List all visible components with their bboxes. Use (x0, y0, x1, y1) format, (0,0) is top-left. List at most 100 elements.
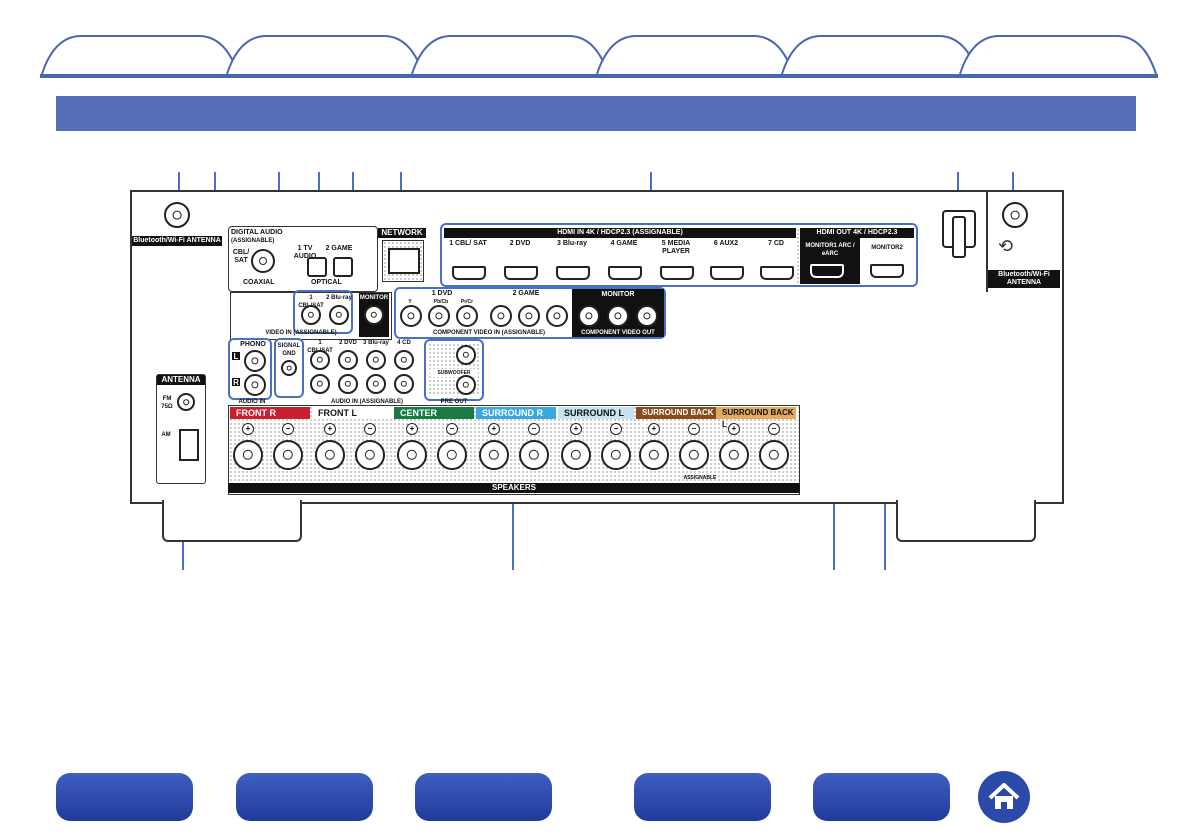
plus-terminal-icon: + (406, 423, 418, 435)
rca-jack-icon (364, 305, 384, 325)
network-section: NETWORK (378, 226, 428, 290)
rca-jack-icon (456, 345, 476, 365)
rca-jack-icon (456, 375, 476, 395)
rca-jack-icon (329, 305, 349, 325)
speaker-channel-label: SURROUND R (476, 407, 556, 419)
component-monitor-label: MONITOR (601, 291, 635, 298)
speaker-post-icon (233, 440, 263, 470)
coaxial-input-label: CBL/ SAT (232, 249, 250, 264)
hdmi-port-icon (504, 266, 538, 280)
tab-1[interactable] (40, 33, 240, 75)
nav-button-settings[interactable] (634, 773, 771, 821)
speaker-post-icon (601, 440, 631, 470)
rca-jack-icon (518, 305, 540, 327)
bt-antenna-right-label: Bluetooth/Wi-Fi ANTENNA (988, 270, 1060, 288)
plus-terminal-icon: + (728, 423, 740, 435)
speaker-post-icon (479, 440, 509, 470)
antenna-connector-icon (1002, 202, 1028, 228)
phono-section: PHONO L R (230, 340, 270, 400)
audio-in-section: 1 CBL/SAT 2 DVD 3 Blu-ray 4 CD (306, 338, 420, 400)
nav-button-playback[interactable] (415, 773, 552, 821)
hdmi-input-label: 3 Blu-ray (557, 240, 587, 247)
speaker-post-icon (273, 440, 303, 470)
rca-jack-icon (428, 305, 450, 327)
hdmi-in-label: HDMI IN 4K / HDCP2.3 (ASSIGNABLE) (444, 228, 796, 238)
speaker-post-icon (519, 440, 549, 470)
video-input-label: 2 Blu-ray (326, 295, 352, 301)
audio-in-label: AUDIO IN (238, 399, 266, 405)
speaker-post-icon (679, 440, 709, 470)
optical-1-label: 1 TV AUDIO (293, 245, 317, 260)
home-button[interactable] (978, 771, 1030, 823)
rca-jack-icon (338, 350, 358, 370)
digital-audio-assignable: (ASSIGNABLE) (231, 238, 275, 244)
audio-input-label: 4 CD (397, 340, 411, 346)
plus-terminal-icon: + (648, 423, 660, 435)
speaker-post-icon (315, 440, 345, 470)
monitor1-label: MONITOR1 ARC / eARC (805, 243, 855, 257)
minus-terminal-icon: − (528, 423, 540, 435)
speaker-post-icon (759, 440, 789, 470)
coaxial-jack-icon (251, 249, 275, 273)
video-monitor-label: MONITOR (359, 295, 389, 301)
minus-terminal-icon: − (364, 423, 376, 435)
nav-button-tips[interactable] (813, 773, 950, 821)
nav-button-connections[interactable] (236, 773, 373, 821)
optical-2-label: 2 GAME (325, 245, 353, 252)
rca-jack-icon (244, 350, 266, 372)
hdmi-port-icon (710, 266, 744, 280)
hdmi-section-highlight (440, 223, 918, 287)
minus-terminal-icon: − (768, 423, 780, 435)
nav-button-contents[interactable] (56, 773, 193, 821)
hdmi-input-label: 4 GAME (610, 240, 638, 247)
component-in-label: COMPONENT VIDEO IN (ASSIGNABLE) (432, 330, 545, 336)
monitor2-label: MONITOR2 (871, 245, 903, 251)
tab-2[interactable] (225, 33, 425, 75)
component-out-label: COMPONENT VIDEO OUT (581, 330, 655, 336)
hdmi-panel: HDMI IN 4K / HDCP2.3 (ASSIGNABLE) HDMI O… (444, 228, 914, 284)
hdmi-port-icon (760, 266, 794, 280)
fm-connector-icon (177, 393, 195, 411)
foot-left (162, 500, 302, 542)
pre-out-highlight (424, 339, 484, 401)
minus-terminal-icon: − (688, 423, 700, 435)
speaker-post-icon (561, 440, 591, 470)
minus-terminal-icon: − (610, 423, 622, 435)
video-in-label: VIDEO IN (ASSIGNABLE) (265, 330, 337, 336)
speaker-channel-label: FRONT L (312, 407, 392, 419)
plus-terminal-icon: + (324, 423, 336, 435)
am-label: AM (161, 432, 171, 438)
optical-jack-icon (333, 257, 353, 277)
rca-jack-icon (366, 374, 386, 394)
hdmi-port-icon (452, 266, 486, 280)
rca-jack-icon (244, 374, 266, 396)
ethernet-port-icon (388, 248, 420, 274)
tab-5[interactable] (780, 33, 980, 75)
speaker-channel-label: CENTER (394, 407, 474, 419)
component-game-label: 2 GAME (512, 290, 540, 297)
bt-antenna-right: ⟲ Bluetooth/Wi-Fi ANTENNA (986, 192, 1062, 292)
optical-label: OPTICAL (311, 279, 342, 286)
pre-out-label: PRE OUT (440, 399, 468, 405)
hdmi-port-icon (660, 266, 694, 280)
tab-6[interactable] (958, 33, 1158, 75)
minus-terminal-icon: − (282, 423, 294, 435)
speaker-channel-label: SURROUND BACK R (636, 407, 716, 429)
signal-gnd-highlight (274, 338, 304, 398)
subwoofer-label: SUBWOOFER (430, 369, 478, 377)
plus-terminal-icon: + (242, 423, 254, 435)
antenna-rotate-icon: ⟲ (998, 236, 1014, 256)
rca-jack-icon (301, 305, 321, 325)
bt-antenna-left-label: Bluetooth/Wi-Fi ANTENNA (132, 236, 222, 246)
antenna-connector-icon (164, 202, 190, 228)
coaxial-label: COAXIAL (243, 279, 275, 286)
speaker-channel-label: FRONT R (230, 407, 310, 419)
speaker-post-icon (719, 440, 749, 470)
hdmi-out-port-icon (810, 264, 844, 278)
audio-input-label: 2 DVD (339, 340, 357, 346)
speaker-channel-label: SURROUND L (558, 407, 634, 419)
antenna-section: ANTENNA FM 75Ω AM (156, 374, 206, 484)
tab-4[interactable] (595, 33, 795, 75)
hdmi-port-icon (556, 266, 590, 280)
tab-3[interactable] (410, 33, 610, 75)
